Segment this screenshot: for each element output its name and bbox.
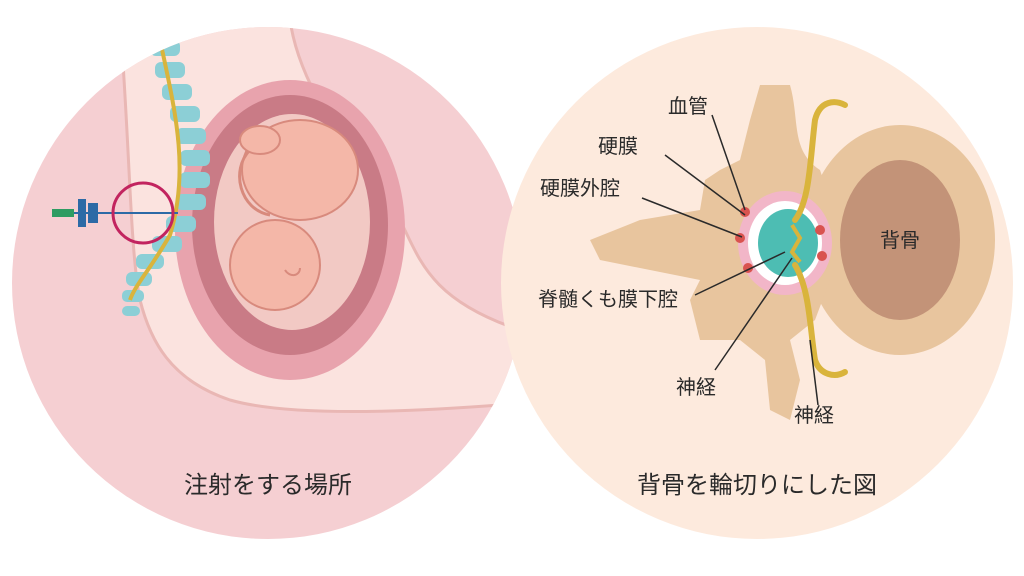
left-panel-caption: 注射をする場所 [184,471,352,499]
nerve-root [789,223,803,264]
left-panel: 注射をする場所 [12,27,524,539]
label-blood-vessel: 血管 [668,94,708,118]
vertebral-body-core [840,160,960,320]
label-dura-mater: 硬膜 [598,134,638,158]
right-panel-caption: 背骨を輪切りにした図 [637,471,877,499]
blood-vessel-dot [817,251,827,261]
needle [52,199,178,227]
injection-site-ring [111,181,175,245]
nerve-upper [792,99,848,223]
nerve-lower [792,262,848,378]
label-subarachnoid-space: 脊髄くも膜下腔 [538,287,678,311]
right-panel: 血管 硬膜 硬膜外腔 脊髄くも膜下腔 神経 神経 背骨 背骨を輪切りにした図 [501,27,1013,539]
spine [122,39,210,316]
label-nerve-right: 神経 [794,403,834,427]
blood-vessel-dot [815,225,825,235]
spinal-cord [128,39,182,301]
leader-lines [641,114,819,406]
spinal-cord-section [758,209,818,277]
label-nerve-left: 神経 [676,375,716,399]
label-vertebral-body: 背骨 [880,228,920,252]
label-epidural-space: 硬膜外腔 [540,176,620,200]
vertebral-arch [590,85,830,420]
fetus [229,119,359,311]
blood-vessel-dot [740,207,750,217]
